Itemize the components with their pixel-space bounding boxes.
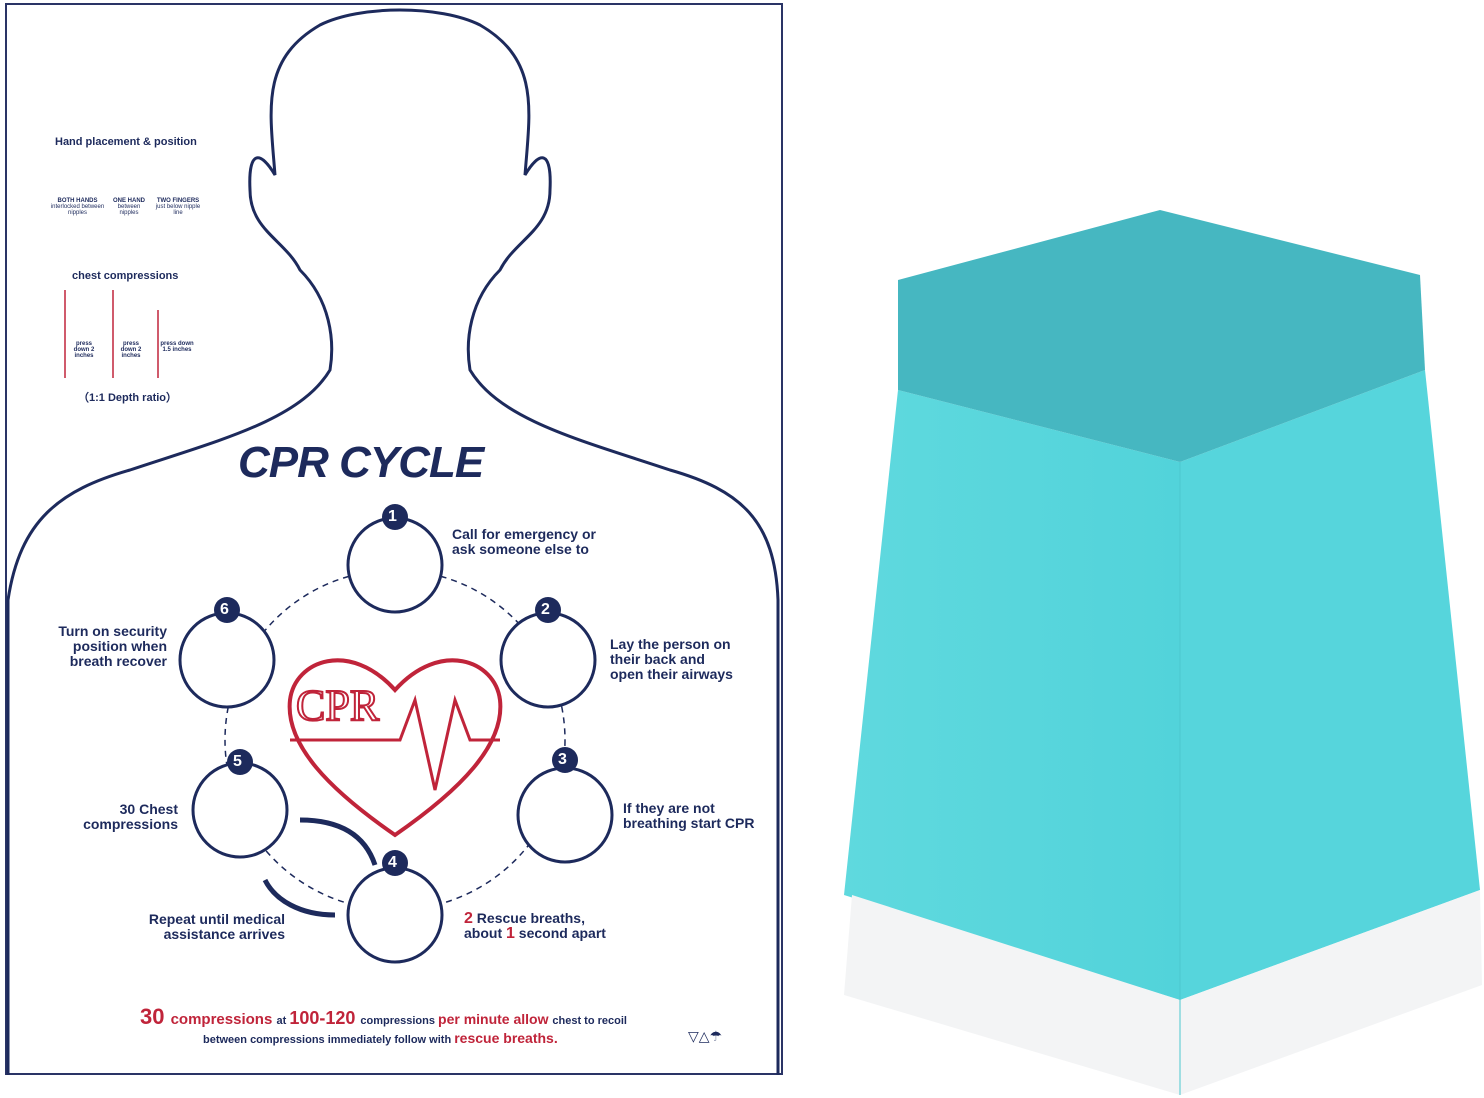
care-symbols-icon: ▽△☂ bbox=[688, 1028, 723, 1044]
hand-placement-title: Hand placement & position bbox=[55, 136, 197, 148]
depth-1: press down 2 inches bbox=[73, 341, 95, 359]
heart-cpr-text: CPR bbox=[295, 680, 380, 731]
heartbeat-line bbox=[290, 694, 500, 791]
block-white-base bbox=[844, 890, 1482, 1095]
step-3-text: If they are not breathing start CPR bbox=[623, 800, 755, 831]
arrow-4-to-5 bbox=[262, 878, 336, 918]
heart-icon bbox=[287, 658, 503, 838]
step-2-number: 2 bbox=[541, 601, 550, 618]
depth-rulers bbox=[64, 290, 159, 378]
cpr-poster bbox=[5, 3, 783, 1075]
block-left-face bbox=[844, 390, 1180, 1000]
teal-hexagon-block bbox=[844, 210, 1482, 1095]
step-1-circle bbox=[346, 516, 444, 614]
step-2-circle bbox=[499, 611, 597, 709]
body-silhouette bbox=[6, 8, 780, 1075]
silhouette-outline bbox=[6, 8, 780, 1075]
step-6-circle bbox=[178, 611, 276, 709]
arrow-5-to-4 bbox=[299, 817, 378, 866]
step-5-text: 30 Chest compressions bbox=[83, 801, 178, 832]
footer-line-1: 30 compressions at 100-120 compressions … bbox=[140, 1004, 627, 1029]
depth-ratio: （1:1 Depth ratio） bbox=[78, 392, 178, 404]
step-4-text: 2 Rescue breaths, about 1 second apart bbox=[464, 910, 606, 942]
block-top-face bbox=[898, 210, 1425, 462]
step-3-number: 3 bbox=[558, 751, 567, 768]
step-3-circle bbox=[516, 766, 614, 864]
step-4-number: 4 bbox=[388, 854, 397, 871]
step-2-text: Lay the person on their back and open th… bbox=[610, 636, 733, 682]
step-5-number: 5 bbox=[233, 753, 242, 770]
footer-line-2: between compressions immediately follow … bbox=[203, 1030, 558, 1046]
depth-2: press down 2 inches bbox=[120, 341, 142, 359]
step-1-number: 1 bbox=[388, 508, 397, 525]
step-6-number: 6 bbox=[220, 601, 229, 618]
step-1-text: Call for emergency or ask someone else t… bbox=[452, 526, 596, 557]
block-right-face bbox=[1180, 370, 1480, 1000]
depth-3: press down 1.5 inches bbox=[160, 341, 194, 353]
step-4-circle bbox=[346, 866, 444, 964]
step-5-circle bbox=[191, 761, 289, 859]
poster-title: CPR CYCLE bbox=[238, 438, 484, 487]
repeat-text: Repeat until medical assistance arrives bbox=[148, 911, 285, 942]
step-6-text: Turn on security position when breath re… bbox=[58, 623, 167, 669]
chest-compressions-title: chest compressions bbox=[72, 270, 179, 282]
